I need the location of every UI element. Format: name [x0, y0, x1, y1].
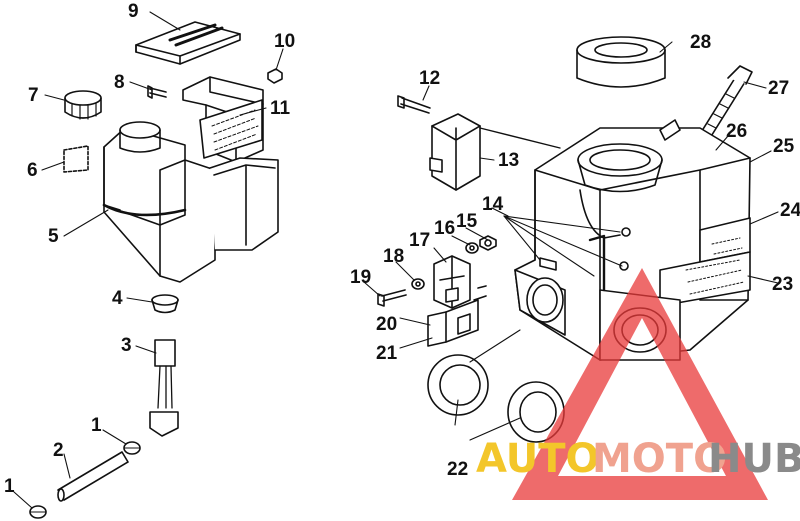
callout-6: 6	[27, 160, 38, 181]
level-sensor	[149, 339, 179, 437]
watermark-triangle	[512, 268, 768, 500]
callout-12: 12	[419, 68, 440, 89]
sealing-ring-right	[507, 381, 565, 443]
mounting-bracket	[182, 76, 264, 163]
callout-22: 22	[447, 459, 468, 480]
watermark-hub: HUB	[708, 436, 800, 482]
callout-10: 10	[274, 31, 295, 52]
bolt-short	[147, 85, 167, 99]
hose-clamp-upper	[123, 441, 141, 455]
reservoir-tank	[102, 121, 279, 283]
callout-3: 3	[121, 335, 132, 356]
callout-11: 11	[270, 98, 291, 119]
callout-1-lower: 1	[4, 476, 15, 497]
hose	[57, 451, 129, 502]
callout-4: 4	[112, 288, 123, 309]
watermark-auto: AUTO	[476, 436, 600, 482]
callout-19: 19	[350, 267, 371, 288]
watermark: AUTO MOTO HUB	[476, 268, 800, 500]
callout-14: 14	[482, 194, 504, 215]
bolt-long	[397, 95, 431, 114]
callout-21: 21	[376, 343, 398, 364]
watermark-moto: MOTO	[592, 436, 727, 482]
callout-13: 13	[498, 150, 519, 171]
label-decal	[63, 145, 89, 173]
washer-18	[411, 278, 425, 290]
callout-17: 17	[409, 230, 430, 251]
clamp-plate	[427, 285, 487, 347]
callout-numbers: 1 1 2 3 4 5 6 7 8 9 10 11 12 13 14 15 16…	[4, 1, 800, 497]
callout-20: 20	[376, 314, 397, 335]
callout-28: 28	[690, 32, 711, 53]
callout-8: 8	[114, 72, 125, 93]
callout-1-upper: 1	[91, 415, 102, 436]
washer-16	[465, 242, 479, 254]
callout-7: 7	[28, 85, 39, 106]
callout-2: 2	[53, 440, 64, 461]
callout-23: 23	[772, 274, 793, 295]
bolt-19	[377, 289, 407, 307]
clip-bracket	[433, 255, 471, 309]
hose-clamp-lower	[29, 505, 47, 519]
callout-5: 5	[48, 226, 59, 247]
callout-27: 27	[768, 78, 789, 99]
callout-16: 16	[434, 218, 455, 239]
callout-26: 26	[726, 121, 747, 142]
nut-small	[267, 68, 283, 84]
callout-18: 18	[383, 246, 404, 267]
sealing-ring-left	[427, 354, 489, 416]
sensor-module	[429, 113, 481, 191]
callout-24: 24	[780, 200, 800, 221]
grommet	[151, 294, 179, 314]
callout-25: 25	[773, 136, 795, 157]
nut-15	[479, 235, 497, 251]
cover-plate	[135, 21, 241, 65]
gasket-ring	[576, 36, 666, 88]
callout-15: 15	[456, 211, 478, 232]
callout-9: 9	[128, 1, 139, 22]
reservoir-cap	[64, 90, 102, 120]
leader-lines	[13, 11, 779, 509]
